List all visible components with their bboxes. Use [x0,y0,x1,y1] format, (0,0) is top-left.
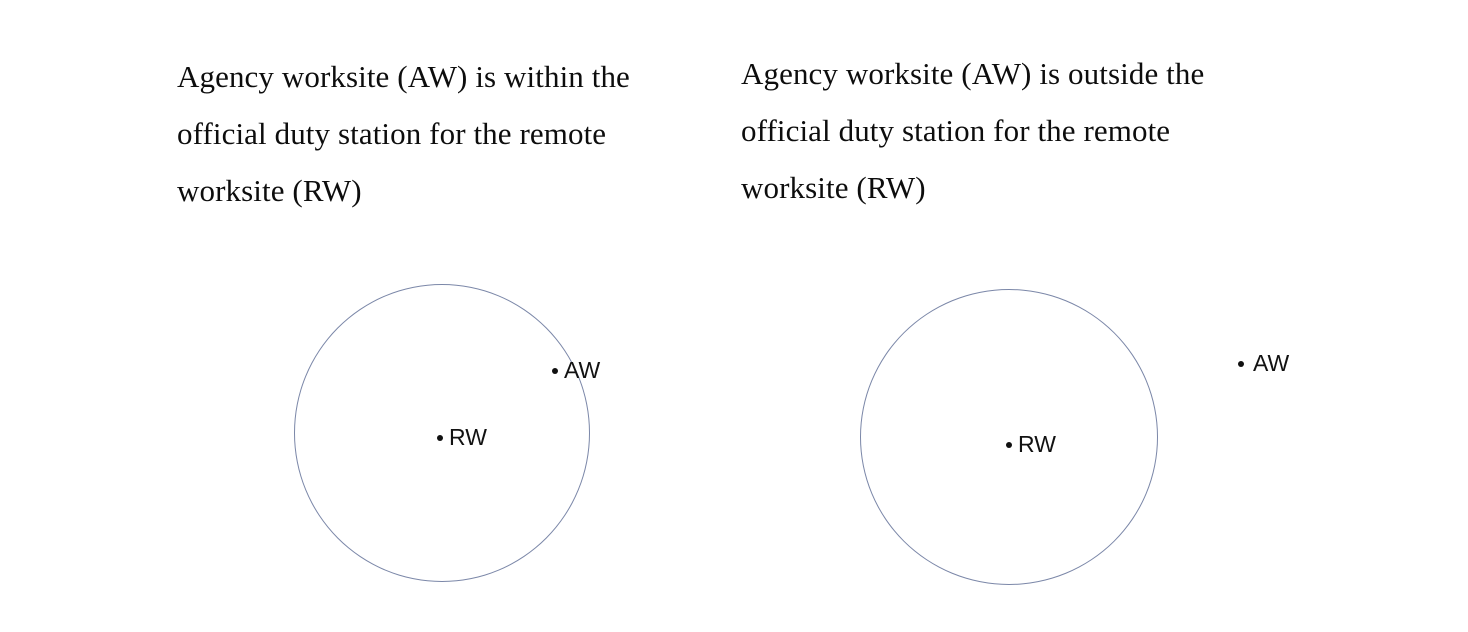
marker-label-aw: AW [564,357,601,383]
panel-heading-outside: Agency worksite (AW) is outside the offi… [741,56,1205,205]
marker-agency-worksite: AW [552,359,600,382]
marker-agency-worksite: AW [1238,352,1289,375]
marker-label-rw: RW [1018,431,1056,457]
marker-label-aw: AW [1253,350,1290,376]
point-dot-icon [552,367,558,374]
panel-heading-within: Agency worksite (AW) is within the offic… [177,59,630,208]
marker-remote-worksite: RW [437,426,487,449]
official-duty-station-circle [294,284,590,582]
point-dot-icon [437,434,443,441]
marker-remote-worksite: RW [1006,433,1056,456]
point-dot-icon [1238,360,1244,367]
point-dot-icon [1006,441,1012,448]
official-duty-station-circle [860,289,1158,585]
marker-label-rw: RW [449,424,487,450]
